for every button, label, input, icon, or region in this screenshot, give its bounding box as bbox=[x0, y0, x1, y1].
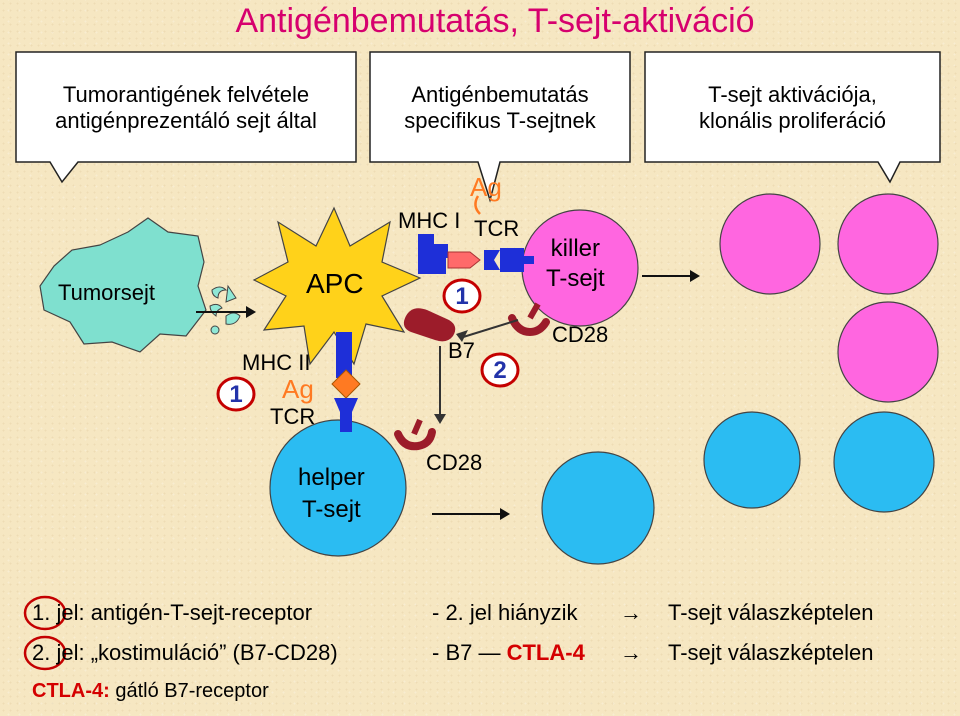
b7-label: B7 bbox=[448, 338, 475, 363]
legend-row-1-left: 1. jel: antigén-T-sejt-receptor bbox=[32, 600, 313, 625]
helper-label-line1: helper bbox=[298, 464, 365, 491]
legend-circle-1 bbox=[23, 595, 67, 631]
tcr-left-label: TCR bbox=[270, 404, 316, 429]
tumor-label: Tumorsejt bbox=[58, 280, 155, 305]
cd28-bottom bbox=[394, 418, 436, 451]
page-title: Antigénbemutatás, T-sejt-aktiváció bbox=[235, 2, 755, 40]
callout-middle-line1: Antigénbemutatás bbox=[411, 82, 589, 107]
mhc2-tcr-complex bbox=[331, 332, 361, 432]
signal-1-marker-top bbox=[442, 278, 482, 314]
signal-1-marker-left bbox=[216, 376, 256, 412]
legend-row-2-emph: „kostimuláció” bbox=[90, 640, 227, 665]
killer-clone-2 bbox=[837, 193, 939, 295]
callout-left: Tumorantigének felvétele antigénprezentá… bbox=[16, 82, 356, 134]
legend-row-1-arrow: → bbox=[620, 600, 642, 625]
antigen-left-label: Ag bbox=[282, 374, 314, 404]
antigen-fragments bbox=[209, 284, 241, 335]
helper-clone-2 bbox=[703, 411, 801, 509]
arrows bbox=[196, 270, 700, 520]
cd28-top bbox=[508, 302, 550, 337]
helper-clone-3 bbox=[833, 411, 935, 513]
tcr-top-label: TCR bbox=[474, 216, 520, 241]
apc-label: APC bbox=[306, 268, 364, 299]
helper-t-cell-label: helper T-sejt bbox=[298, 462, 365, 526]
callout-right-line2: klonális proliferáció bbox=[698, 108, 887, 133]
legend-row-2-prefix: 2. jel: bbox=[32, 640, 91, 665]
callout-right-line1: T-sejt aktivációja, bbox=[708, 82, 877, 107]
legend-row-2-suffix: (B7-CD28) bbox=[226, 640, 338, 665]
callout-middle-box bbox=[369, 51, 631, 203]
mhc1-label: MHC I bbox=[398, 208, 461, 233]
legend-row-3-text: gátló B7-receptor bbox=[109, 680, 269, 702]
signal-2-marker bbox=[480, 352, 520, 388]
killer-clone-1 bbox=[719, 193, 821, 295]
legend-row-2-ctla4: CTLA-4 bbox=[506, 640, 585, 665]
cd28-top-label: CD28 bbox=[552, 322, 609, 347]
callout-right-box bbox=[644, 51, 941, 184]
legend-row-2-right: - B7 — CTLA-4 bbox=[432, 640, 585, 666]
callout-right: T-sejt aktivációja, klonális proliferáci… bbox=[645, 82, 940, 134]
killer-label-line2: T-sejt bbox=[546, 265, 605, 292]
helper-label-line2: T-sejt bbox=[302, 496, 361, 523]
legend-row-2-left: 2. jel: „kostimuláció” (B7-CD28) bbox=[32, 640, 338, 666]
helper-clone-1 bbox=[541, 451, 655, 565]
killer-clone-3 bbox=[837, 301, 939, 403]
helper-t-cell bbox=[269, 419, 407, 557]
signal-1-number-top: 1 bbox=[455, 283, 469, 310]
callout-left-box bbox=[15, 51, 357, 184]
callout-middle-line2: specifikus T-sejtnek bbox=[404, 108, 596, 133]
callout-middle: Antigénbemutatás specifikus T-sejtnek bbox=[370, 82, 630, 134]
callout-left-line2: antigénprezentáló sejt által bbox=[55, 108, 317, 133]
mhc2-label: MHC II bbox=[242, 350, 311, 375]
legend-row-1-right-b: T-sejt válaszképtelen bbox=[668, 600, 874, 625]
killer-t-cell-label: killer T-sejt bbox=[546, 234, 605, 294]
legend-row-2-right-a: - B7 — bbox=[432, 640, 501, 665]
legend-row-1-right-a: - 2. jel hiányzik bbox=[432, 600, 578, 625]
legend-row-3: CTLA-4: gátló B7-receptor bbox=[32, 680, 269, 703]
killer-label-line1: killer bbox=[550, 235, 601, 262]
apc-cell bbox=[252, 206, 422, 366]
b7-top bbox=[403, 308, 456, 424]
legend-row-3-ctla4: CTLA-4: bbox=[32, 680, 110, 702]
tumor-cell bbox=[39, 217, 207, 353]
legend-circle-2 bbox=[23, 635, 67, 671]
signal-2-number: 2 bbox=[493, 357, 507, 384]
legend-row-2-arrow: → bbox=[620, 640, 642, 665]
signal-1-number-left: 1 bbox=[229, 381, 243, 408]
antigen-top-label: Ag bbox=[470, 172, 502, 202]
mhc1-tcr-complex bbox=[418, 195, 534, 274]
callout-left-line1: Tumorantigének felvétele bbox=[62, 82, 310, 107]
cd28-bottom-label: CD28 bbox=[426, 450, 483, 475]
legend-row-2-right-b: T-sejt válaszképtelen bbox=[668, 640, 874, 665]
